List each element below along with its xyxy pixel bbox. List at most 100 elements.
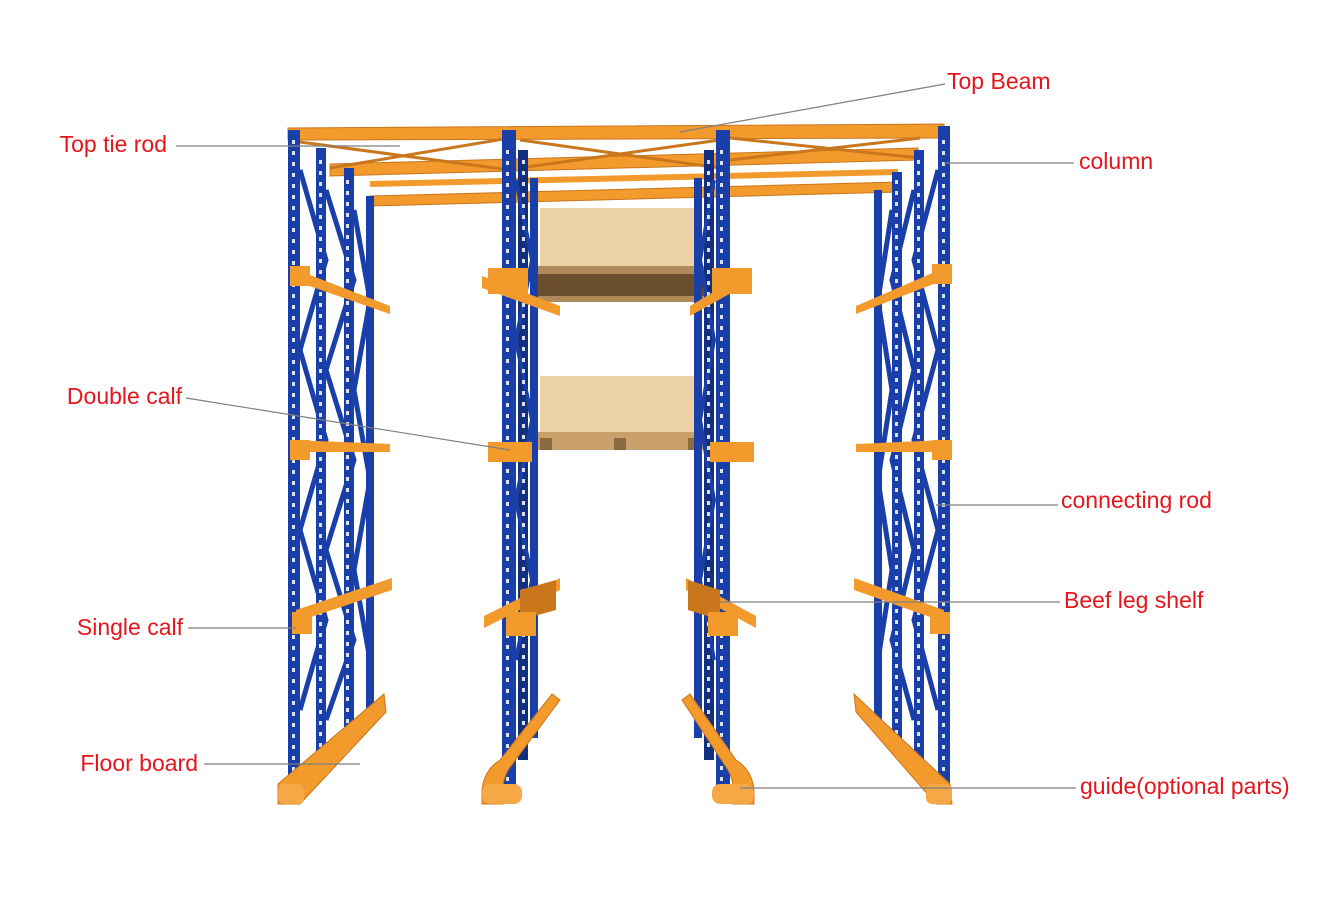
column-hole bbox=[720, 491, 723, 495]
column-hole bbox=[707, 655, 710, 659]
column-hole bbox=[319, 567, 322, 571]
column-hole bbox=[522, 688, 525, 692]
column-hole bbox=[720, 524, 723, 528]
column-hole bbox=[917, 567, 920, 571]
column-hole bbox=[346, 620, 349, 624]
column-hole bbox=[917, 435, 920, 439]
column-hole bbox=[895, 367, 898, 371]
column-hole bbox=[522, 677, 525, 681]
column-hole bbox=[522, 215, 525, 219]
column-hole bbox=[292, 294, 295, 298]
column-hole bbox=[346, 312, 349, 316]
column-hole bbox=[292, 382, 295, 386]
column-hole bbox=[319, 490, 322, 494]
column-hole bbox=[319, 237, 322, 241]
connecting-rod bbox=[513, 179, 535, 661]
column-hole bbox=[292, 426, 295, 430]
column-hole bbox=[319, 204, 322, 208]
pallet-lower bbox=[530, 376, 710, 450]
column-hole bbox=[319, 633, 322, 637]
column-hole bbox=[292, 668, 295, 672]
column-hole bbox=[720, 480, 723, 484]
column-hole bbox=[942, 580, 945, 584]
column-hole bbox=[292, 360, 295, 364]
column-hole bbox=[895, 345, 898, 349]
column-hole bbox=[319, 710, 322, 714]
column-hole bbox=[346, 653, 349, 657]
column-hole bbox=[895, 400, 898, 404]
column-hole bbox=[522, 578, 525, 582]
column-hole bbox=[707, 314, 710, 318]
column-hole bbox=[707, 248, 710, 252]
top-tie-rod-right-b bbox=[729, 136, 921, 162]
column-hole bbox=[292, 195, 295, 199]
column-hole bbox=[720, 403, 723, 407]
column-hole bbox=[522, 501, 525, 505]
column-hole bbox=[895, 554, 898, 558]
column-hole bbox=[346, 499, 349, 503]
column-hole bbox=[895, 686, 898, 690]
column-hole bbox=[942, 481, 945, 485]
column-hole bbox=[319, 468, 322, 472]
column-hole bbox=[942, 162, 945, 166]
column-hole bbox=[707, 270, 710, 274]
column-hole bbox=[707, 699, 710, 703]
column-hole bbox=[319, 369, 322, 373]
column-hole bbox=[720, 205, 723, 209]
column-hole bbox=[917, 204, 920, 208]
column-hole bbox=[942, 371, 945, 375]
column-hole bbox=[917, 347, 920, 351]
column-hole bbox=[942, 217, 945, 221]
column-hole bbox=[895, 422, 898, 426]
column-hole bbox=[720, 513, 723, 517]
connecting-rod bbox=[889, 189, 917, 721]
column-hole bbox=[720, 326, 723, 330]
column-hole bbox=[506, 436, 509, 440]
column-hole bbox=[917, 633, 920, 637]
column-hole bbox=[942, 712, 945, 716]
double-calf bbox=[712, 268, 752, 294]
column-hole bbox=[895, 620, 898, 624]
column-hole bbox=[346, 675, 349, 679]
column-hole bbox=[506, 326, 509, 330]
column-hole bbox=[720, 216, 723, 220]
column-hole bbox=[895, 521, 898, 525]
top-beams bbox=[287, 123, 945, 207]
column-hole bbox=[292, 316, 295, 320]
column-hole bbox=[522, 424, 525, 428]
column-hole bbox=[895, 433, 898, 437]
column-hole bbox=[720, 590, 723, 594]
column-hole bbox=[319, 402, 322, 406]
column-hole bbox=[720, 414, 723, 418]
column-hole bbox=[506, 568, 509, 572]
label-top-tie-rod: Top tie rod bbox=[59, 131, 167, 157]
column-hole bbox=[942, 250, 945, 254]
column-hole bbox=[707, 534, 710, 538]
column-hole bbox=[917, 402, 920, 406]
column-hole bbox=[319, 479, 322, 483]
column-hole bbox=[506, 524, 509, 528]
column-hole bbox=[707, 292, 710, 296]
column-hole bbox=[942, 767, 945, 771]
column-hole bbox=[319, 336, 322, 340]
column-hole bbox=[522, 347, 525, 351]
column-hole bbox=[319, 677, 322, 681]
column-hole bbox=[506, 194, 509, 198]
column-hole bbox=[720, 238, 723, 242]
column-hole bbox=[720, 425, 723, 429]
column-hole bbox=[917, 457, 920, 461]
column-hole bbox=[917, 292, 920, 296]
column-hole bbox=[720, 678, 723, 682]
column-hole bbox=[506, 645, 509, 649]
column-hole bbox=[917, 501, 920, 505]
column-hole bbox=[942, 679, 945, 683]
column-hole bbox=[292, 228, 295, 232]
label-connecting-rod: connecting rod bbox=[1061, 487, 1212, 513]
column-hole bbox=[720, 150, 723, 154]
column-hole bbox=[942, 745, 945, 749]
beef-leg-shelves bbox=[292, 578, 950, 636]
column-hole bbox=[917, 193, 920, 197]
column-hole bbox=[292, 745, 295, 749]
column-hole bbox=[292, 492, 295, 496]
column-hole bbox=[522, 699, 525, 703]
